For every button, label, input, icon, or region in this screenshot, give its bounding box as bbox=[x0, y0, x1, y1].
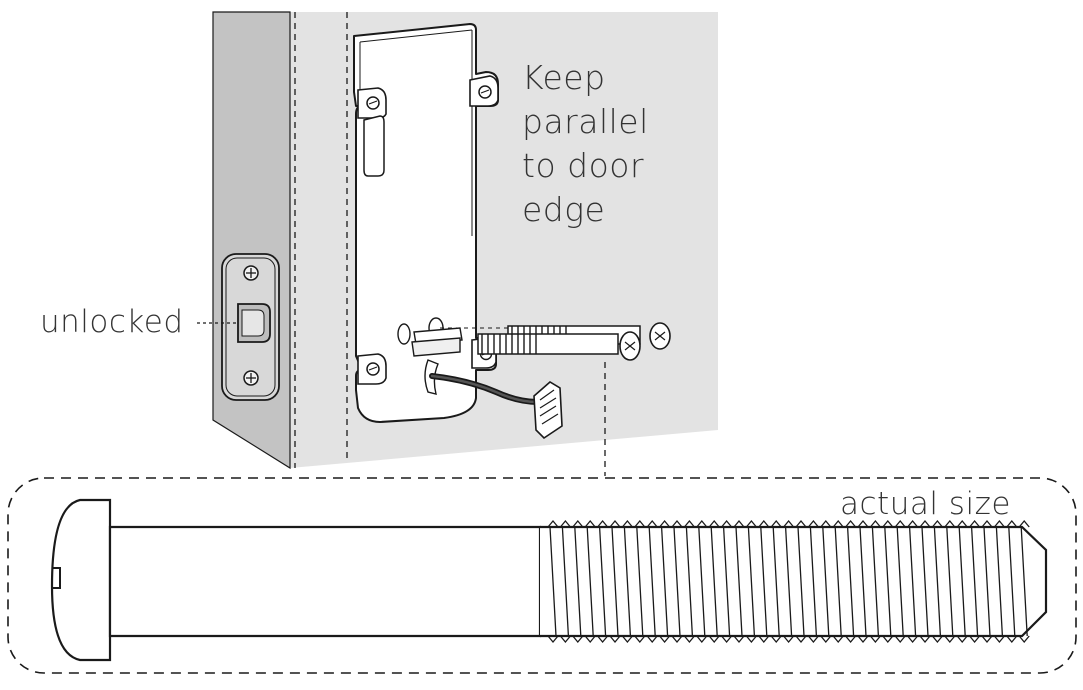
unlocked-label: unlocked bbox=[40, 304, 184, 340]
thread-line bbox=[634, 519, 646, 644]
thread-line bbox=[621, 519, 633, 644]
screw-head bbox=[50, 498, 112, 662]
thread-line bbox=[721, 519, 733, 644]
latch-bolt-icon bbox=[237, 303, 271, 343]
thread-line bbox=[659, 519, 671, 644]
actual-size-frame bbox=[7, 477, 1077, 674]
thread-line bbox=[857, 519, 869, 644]
thread-line bbox=[919, 519, 931, 644]
thread-line bbox=[547, 519, 559, 644]
screw-shank bbox=[108, 525, 542, 638]
thread-line bbox=[708, 519, 720, 644]
thread-line bbox=[981, 519, 993, 644]
spindle-hole bbox=[397, 323, 411, 345]
cable-connector-icon bbox=[429, 373, 563, 440]
thread-line bbox=[1018, 519, 1030, 644]
thread-line bbox=[597, 519, 609, 644]
strike-screw-top-icon bbox=[243, 265, 259, 281]
thread-line bbox=[696, 519, 708, 644]
thread-line bbox=[733, 519, 745, 644]
thread-line bbox=[671, 519, 683, 644]
thread-line bbox=[1006, 519, 1018, 644]
thread-line bbox=[683, 519, 695, 644]
thread-line bbox=[969, 519, 981, 644]
thread-line bbox=[758, 519, 770, 644]
actual-size-screw-icon bbox=[50, 498, 1048, 662]
thread-line bbox=[584, 519, 596, 644]
keep-parallel-instruction: Keep parallel to door edge bbox=[522, 58, 649, 229]
thread-line bbox=[745, 519, 757, 644]
thread-line bbox=[894, 519, 906, 644]
screw-icon-front bbox=[477, 331, 641, 361]
screw-threads bbox=[547, 519, 1030, 644]
latch-strike-plate bbox=[221, 253, 280, 401]
thread-line bbox=[609, 519, 621, 644]
thread-line bbox=[944, 519, 956, 644]
thread-line bbox=[572, 519, 584, 644]
thread-line bbox=[832, 519, 844, 644]
strike-screw-bottom-icon bbox=[243, 370, 259, 386]
thread-line bbox=[907, 519, 919, 644]
thread-line bbox=[646, 519, 658, 644]
mounting-plate-icon bbox=[353, 23, 606, 423]
actual-size-label: actual size bbox=[840, 486, 1011, 522]
plate-slot bbox=[363, 115, 385, 177]
screw-thread-zone bbox=[540, 525, 1048, 638]
tailpiece bbox=[411, 317, 463, 357]
thread-line bbox=[993, 519, 1005, 644]
thread-line bbox=[559, 519, 571, 644]
thread-line bbox=[931, 519, 943, 644]
thread-line bbox=[795, 519, 807, 644]
thread-line bbox=[882, 519, 894, 644]
thread-line bbox=[820, 519, 832, 644]
thread-line bbox=[869, 519, 881, 644]
thread-line bbox=[956, 519, 968, 644]
thread-line bbox=[770, 519, 782, 644]
thread-line bbox=[845, 519, 857, 644]
thread-line bbox=[807, 519, 819, 644]
thread-line bbox=[783, 519, 795, 644]
